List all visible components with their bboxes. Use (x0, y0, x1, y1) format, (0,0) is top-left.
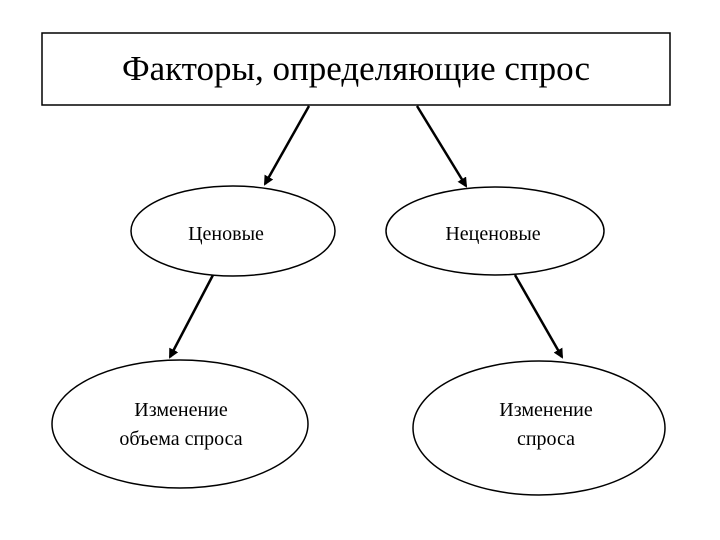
title-box: Факторы, определяющие спрос (41, 32, 671, 106)
arrow-nonprice-to-demand-change (513, 274, 564, 359)
nonprice-factors-node: Неценовые (385, 186, 605, 276)
demand-change-node: Изменение спроса (412, 360, 666, 496)
quantity-change-line2: объема спроса (119, 428, 242, 450)
price-factors-node: Ценовые (130, 185, 336, 277)
quantity-change-line1: Изменение (134, 399, 228, 421)
arrow-price-to-quantity-change (168, 274, 215, 359)
diagram-title: Факторы, определяющие спрос (122, 49, 590, 88)
demand-change-line2: спроса (517, 428, 575, 450)
arrow-title-to-price (263, 105, 311, 186)
price-factors-label: Ценовые (188, 223, 264, 245)
demand-change-line1: Изменение (499, 399, 593, 421)
arrow-title-to-nonprice (415, 105, 468, 188)
quantity-change-node: Изменение объема спроса (51, 359, 309, 489)
nonprice-factors-label: Неценовые (445, 223, 540, 245)
